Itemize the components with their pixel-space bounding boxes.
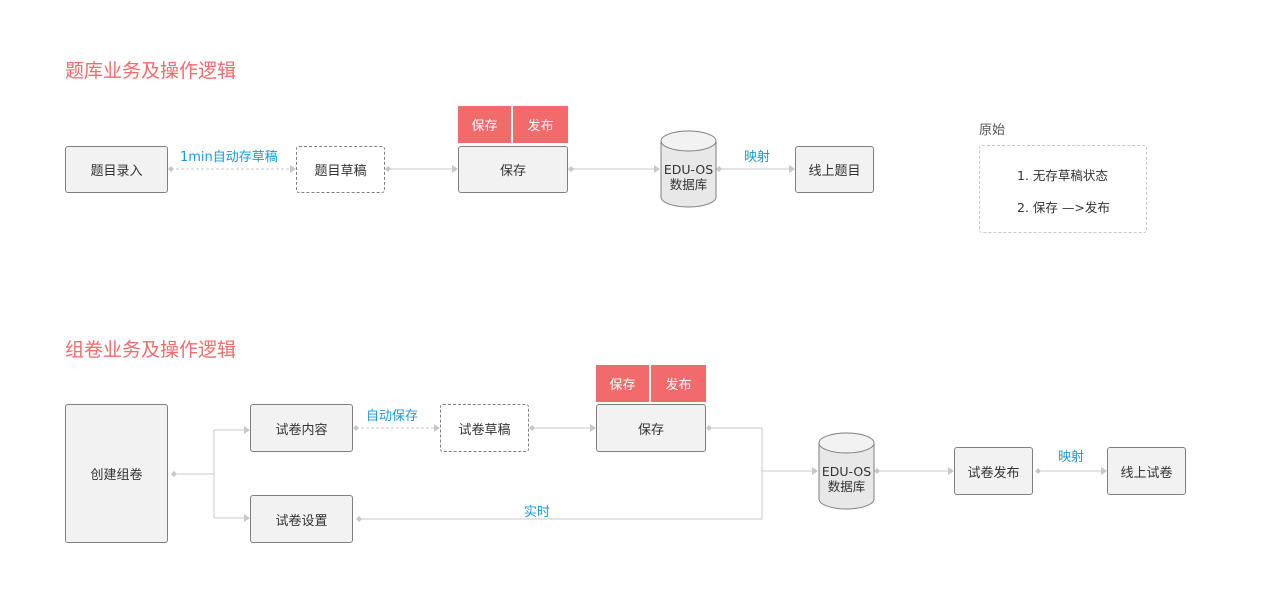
database-name: EDU-OS bbox=[663, 162, 714, 177]
arrowhead bbox=[654, 165, 660, 173]
database-name: EDU-OS bbox=[821, 464, 872, 479]
start-marker bbox=[385, 166, 391, 172]
database-type: 数据库 bbox=[827, 479, 866, 494]
arrowhead bbox=[244, 426, 250, 434]
edge-create-split bbox=[174, 429, 246, 519]
note-item-2: 2. 保存 —>发布 bbox=[1017, 200, 1110, 215]
node-paper-settings[interactable]: 试卷设置 bbox=[250, 495, 353, 543]
arrowhead bbox=[1101, 467, 1107, 475]
database-cylinder-2 bbox=[818, 432, 875, 510]
tag-save[interactable]: 保存 bbox=[596, 365, 649, 402]
arrowhead bbox=[590, 424, 596, 432]
start-marker bbox=[706, 425, 712, 431]
section1-title: 题库业务及操作逻辑 bbox=[65, 60, 237, 82]
node-question-draft[interactable]: 题目草稿 bbox=[296, 146, 385, 193]
arrowhead bbox=[452, 165, 458, 173]
start-marker bbox=[874, 468, 880, 474]
edge-label-mapping: 映射 bbox=[744, 150, 771, 165]
node-paper-content[interactable]: 试卷内容 bbox=[250, 404, 353, 452]
tag-save[interactable]: 保存 bbox=[458, 106, 511, 143]
start-marker bbox=[353, 425, 359, 431]
start-marker bbox=[716, 166, 722, 172]
start-marker bbox=[168, 166, 174, 172]
note-title: 原始 bbox=[979, 123, 1006, 138]
edge-save-to-db-2 bbox=[709, 427, 814, 472]
section2-title: 组卷业务及操作逻辑 bbox=[65, 339, 237, 361]
arrowhead bbox=[948, 467, 954, 475]
tag-publish[interactable]: 发布 bbox=[513, 106, 568, 143]
start-marker bbox=[568, 166, 574, 172]
arrowhead bbox=[244, 514, 250, 522]
node-save[interactable]: 保存 bbox=[458, 146, 568, 193]
node-paper-publish[interactable]: 试卷发布 bbox=[954, 447, 1033, 495]
start-marker bbox=[529, 425, 535, 431]
tag-publish[interactable]: 发布 bbox=[651, 365, 706, 402]
start-marker bbox=[1035, 468, 1041, 474]
node-paper-draft[interactable]: 试卷草稿 bbox=[440, 404, 529, 452]
edge-label-mapping: 映射 bbox=[1058, 450, 1085, 465]
arrowhead bbox=[434, 424, 440, 432]
database-label: EDU-OS 数据库 bbox=[656, 162, 721, 192]
note-box: 1. 无存草稿状态 2. 保存 —>发布 bbox=[979, 145, 1147, 233]
arrowhead bbox=[290, 165, 296, 173]
node-online-paper[interactable]: 线上试卷 bbox=[1107, 447, 1186, 495]
edge-label-autosave: 自动保存 bbox=[366, 409, 419, 424]
arrowhead bbox=[812, 467, 818, 475]
node-save[interactable]: 保存 bbox=[596, 404, 706, 452]
database-type: 数据库 bbox=[669, 177, 708, 192]
node-online-question[interactable]: 线上题目 bbox=[795, 146, 874, 193]
edge-realtime-settings bbox=[359, 471, 763, 520]
edge-label-realtime: 实时 bbox=[524, 505, 551, 520]
start-marker bbox=[356, 516, 362, 522]
database-label: EDU-OS 数据库 bbox=[814, 464, 879, 494]
node-create-paper[interactable]: 创建组卷 bbox=[65, 404, 168, 543]
database-cylinder-1 bbox=[660, 130, 717, 208]
start-marker bbox=[171, 471, 177, 477]
node-question-entry[interactable]: 题目录入 bbox=[65, 146, 168, 193]
note-item-1: 1. 无存草稿状态 bbox=[1017, 168, 1108, 183]
arrowhead bbox=[789, 165, 795, 173]
edge-label-autosave-1min: 1min自动存草稿 bbox=[180, 150, 278, 165]
